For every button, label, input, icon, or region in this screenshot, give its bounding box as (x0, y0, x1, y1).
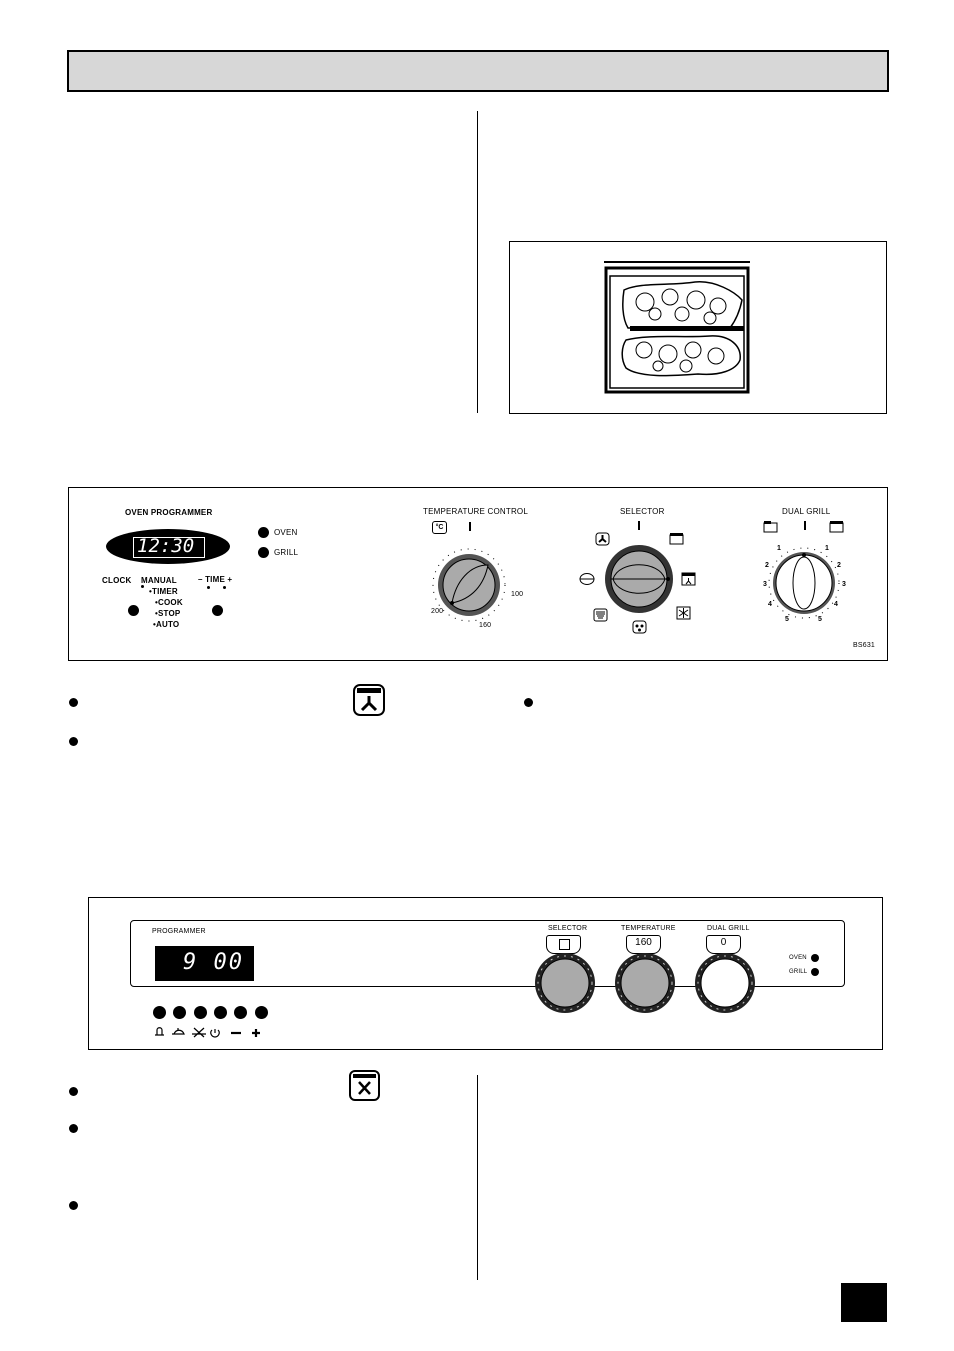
grill-indicator-label: GRILL (274, 548, 299, 557)
fascia-strip (130, 920, 845, 987)
dual-grill-knob[interactable] (759, 543, 849, 633)
fan-oven-small-icon (681, 572, 696, 586)
cook-button[interactable] (173, 1006, 186, 1019)
light-icon (579, 573, 595, 585)
oven-indicator-label: OVEN (789, 955, 807, 961)
grill-scale-right-3: 3 (842, 581, 847, 588)
program-stop: •STOP (155, 609, 181, 618)
program-timer: •TIMER (149, 587, 178, 596)
selector-knob[interactable] (579, 530, 699, 640)
cook-pan-icon (349, 1070, 380, 1101)
grill-pointer (804, 521, 806, 530)
time-label: – TIME + (198, 575, 233, 584)
temp-scale-100: 100 (511, 591, 524, 598)
bullet-icon (69, 737, 78, 746)
left-grill-icon (763, 521, 778, 533)
temperature-knob[interactable] (424, 543, 534, 633)
temperature-knob[interactable] (613, 951, 677, 1015)
grill-scale-left-3: 3 (763, 581, 768, 588)
fan-icon (595, 532, 610, 546)
manual-button[interactable] (214, 1006, 227, 1019)
programmer-title: PROGRAMMER (152, 928, 206, 935)
manual-label: MANUAL (141, 576, 177, 585)
plus-button[interactable] (255, 1006, 268, 1019)
programmer-display: 12:30 (106, 529, 230, 564)
control-panel-figure-1: OVEN PROGRAMMER 12:30 OVEN GRILL CLOCK M… (68, 487, 888, 661)
temperature-control-title: TEMPERATURE CONTROL (423, 507, 528, 516)
bullet-icon (524, 698, 533, 707)
dual-grill-title: DUAL GRILL (782, 507, 831, 516)
grill-scale-right-4: 4 (834, 601, 839, 608)
top-heat-icon (669, 533, 684, 545)
control-panel-figure-2: PROGRAMMER 9 00 SELECTOR TEMPERATURE 160… (88, 897, 883, 1050)
grill-scale-left-2: 2 (765, 562, 770, 569)
temp-pointer (469, 522, 471, 531)
celsius-icon: °C (432, 521, 447, 534)
grill-indicator-label: GRILL (789, 969, 808, 975)
selector-pointer (638, 521, 640, 530)
right-grill-icon (829, 521, 844, 533)
stop-icon (192, 1027, 206, 1038)
grill-scale-left-5: 5 (785, 616, 790, 623)
bullet-icon (69, 1124, 78, 1133)
grill-indicator-led (811, 968, 819, 976)
bullet-icon (69, 1201, 78, 1210)
bullet-icon (69, 698, 78, 707)
program-cook: •COOK (155, 598, 183, 607)
clock-label: CLOCK (102, 576, 132, 585)
fan-grill-icon (632, 620, 647, 634)
dual-grill-knob[interactable] (693, 951, 757, 1015)
minus-button[interactable] (234, 1006, 247, 1019)
button-symbols (155, 1027, 260, 1038)
stop-button[interactable] (194, 1006, 207, 1019)
oven-programmer-title: OVEN PROGRAMMER (125, 508, 213, 517)
temp-scale-200: 200 (431, 608, 444, 615)
column-divider-top (477, 111, 478, 413)
display-time: 12:30 (137, 535, 195, 557)
figure-code: BS631 (853, 642, 876, 649)
bell-button[interactable] (153, 1006, 166, 1019)
bullet-icon (69, 1087, 78, 1096)
display-time: 9 00 (183, 950, 244, 975)
programmer-display: 9 00 (155, 946, 254, 981)
temperature-title: TEMPERATURE (621, 925, 676, 932)
oven-indicator-led (258, 527, 269, 538)
programmer-left-button[interactable] (128, 605, 139, 616)
grill-scale-left-1: 1 (777, 545, 782, 552)
grill-scale-right-1: 1 (825, 545, 830, 552)
section-header-bar (67, 50, 889, 92)
fan-oven-icon (353, 684, 385, 716)
oven-illustration-frame (509, 241, 887, 414)
selector-pictogram (559, 939, 570, 950)
selector-title: SELECTOR (620, 507, 665, 516)
base-heat-icon (593, 608, 608, 622)
temp-scale-160: 160 (479, 622, 492, 629)
grill-scale-left-4: 4 (768, 601, 773, 608)
grill-scale-right-5: 5 (818, 616, 823, 623)
oven-indicator-led (811, 954, 819, 962)
dual-grill-title: DUAL GRILL (707, 925, 750, 932)
oven-interior-drawing (586, 242, 816, 413)
oven-indicator-label: OVEN (274, 528, 298, 537)
selector-knob[interactable] (533, 951, 597, 1015)
power-icon (210, 1029, 220, 1038)
grill-scale-right-2: 2 (837, 562, 842, 569)
bell-icon (155, 1027, 164, 1036)
column-divider-bottom (477, 1075, 478, 1280)
selector-title: SELECTOR (548, 925, 588, 932)
cook-icon (172, 1028, 185, 1035)
programmer-right-button[interactable] (212, 605, 223, 616)
page-number-box (841, 1283, 887, 1322)
program-auto: •AUTO (153, 620, 180, 629)
grill-indicator-led (258, 547, 269, 558)
defrost-icon (676, 606, 691, 620)
plus-icon (252, 1029, 260, 1037)
